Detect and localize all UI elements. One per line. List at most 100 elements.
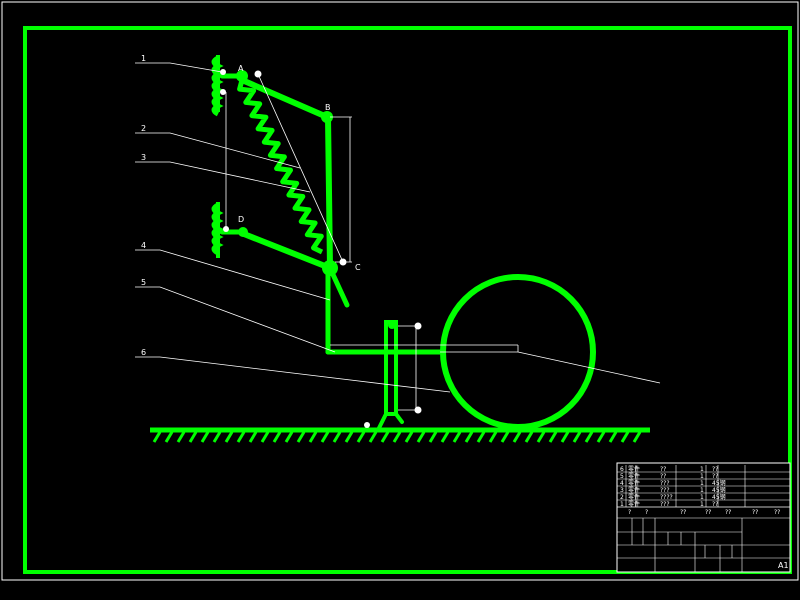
- tb-cell: 45钢: [712, 486, 726, 494]
- ground-hatch-mark: [392, 431, 402, 443]
- ground-hatch-mark: [416, 431, 426, 443]
- ground-hatch-mark: [236, 431, 246, 443]
- linkage: [219, 73, 443, 432]
- ground-hatch-mark: [296, 431, 306, 443]
- tb-cell: 零件: [628, 465, 640, 473]
- ground-hatch-mark: [632, 431, 642, 443]
- point-label-b: B: [325, 103, 331, 112]
- leader-lines: [135, 62, 451, 393]
- tb-cell: 2: [620, 494, 624, 501]
- ground-hatch-mark: [572, 431, 582, 443]
- tb-cell: 1: [700, 501, 704, 508]
- spring: [237, 79, 324, 255]
- tb-cell: ??: [660, 473, 666, 480]
- tb-cell: ???: [660, 480, 670, 487]
- point-label-d: D: [238, 215, 244, 224]
- ground-hatch-mark: [548, 431, 558, 443]
- callout-5: 5: [141, 278, 146, 287]
- tb-cell: 零件: [628, 486, 640, 494]
- ground-hatch-mark: [428, 431, 438, 443]
- ground-hatch-mark: [620, 431, 630, 443]
- ground-hatch-mark: [152, 431, 162, 443]
- tb-header-3: ??: [705, 509, 711, 516]
- callout-1: 1: [141, 54, 146, 63]
- ground-hatch-mark: [344, 431, 354, 443]
- ground-hatch-mark: [524, 431, 534, 443]
- tb-cell: ??: [712, 501, 718, 508]
- tb-cell: 1: [620, 501, 624, 508]
- point-label-c: C: [355, 263, 361, 272]
- pins: [220, 69, 422, 428]
- ground-hatch-mark: [200, 431, 210, 443]
- ground-hatch-mark: [224, 431, 234, 443]
- tb-cell: 6: [620, 466, 624, 473]
- ground-hatch-mark: [380, 431, 390, 443]
- ground-hatch-mark: [308, 431, 318, 443]
- ground-hatch-mark: [356, 431, 366, 443]
- tb-cell: 5: [620, 473, 624, 480]
- tb-cell: ??: [712, 473, 718, 480]
- tb-cell: 45钢: [712, 479, 726, 487]
- tb-header-1: ?: [645, 509, 648, 516]
- dimension-lines: [225, 73, 661, 411]
- tb-cell: 1: [700, 466, 704, 473]
- tb-header-4: ??: [725, 509, 731, 516]
- ground-hatch-mark: [404, 431, 414, 443]
- tb-cell: 1: [700, 487, 704, 494]
- joint-c: [322, 260, 338, 276]
- ground-hatch-mark: [488, 431, 498, 443]
- tb-cell: ??: [712, 466, 718, 473]
- joint-b: [321, 111, 333, 123]
- tb-header-2: ??: [680, 509, 686, 516]
- callout-3: 3: [141, 153, 146, 162]
- ground-hatch-mark: [596, 431, 606, 443]
- ground-hatch-mark: [500, 431, 510, 443]
- ground-hatch-mark: [464, 431, 474, 443]
- wall-support-top: [211, 55, 224, 117]
- drawing-frame: [23, 26, 792, 574]
- ground-hatch-mark: [212, 431, 222, 443]
- ground-hatch-mark: [188, 431, 198, 443]
- tb-cell: 45钢: [712, 493, 726, 501]
- tb-cell: ????: [660, 494, 673, 501]
- tb-header-6: ??: [774, 509, 780, 516]
- tb-cell: 4: [620, 480, 624, 487]
- joints: [236, 70, 396, 329]
- ground: [150, 427, 650, 443]
- ground-hatch-mark: [284, 431, 294, 443]
- tb-cell: 零件: [628, 479, 640, 487]
- tb-cell: ??: [660, 466, 666, 473]
- tb-header-0: ?: [628, 509, 631, 516]
- point-label-a: A: [238, 64, 244, 73]
- sheet-border: [1, 1, 799, 581]
- tb-cell: 零件: [628, 472, 640, 480]
- callout-2: 2: [141, 124, 146, 133]
- tb-cell: 零件: [628, 500, 640, 508]
- tb-cell: 1: [700, 494, 704, 501]
- tb-cell: 1: [700, 473, 704, 480]
- joint-a: [236, 70, 248, 82]
- ground-hatch-mark: [584, 431, 594, 443]
- ground-hatch-mark: [332, 431, 342, 443]
- ground-hatch-mark: [176, 431, 186, 443]
- tb-cell: 零件: [628, 493, 640, 501]
- ground-hatch-mark: [260, 431, 270, 443]
- ground-hatch-mark: [452, 431, 462, 443]
- ground-hatch-mark: [608, 431, 618, 443]
- joint-post-top: [388, 321, 396, 329]
- tb-cell: ???: [660, 487, 670, 494]
- ground-hatch-mark: [440, 431, 450, 443]
- ground-hatch-mark: [512, 431, 522, 443]
- sheet-size: A1: [778, 561, 789, 570]
- wall-support-bottom: [211, 202, 224, 258]
- ground-hatch-mark: [476, 431, 486, 443]
- tb-header-5: ??: [752, 509, 758, 516]
- joint-d: [238, 227, 248, 237]
- ground-hatch-mark: [368, 431, 378, 443]
- callout-6: 6: [141, 348, 146, 357]
- ground-hatch-mark: [536, 431, 546, 443]
- ground-hatch-mark: [320, 431, 330, 443]
- ground-hatch-mark: [560, 431, 570, 443]
